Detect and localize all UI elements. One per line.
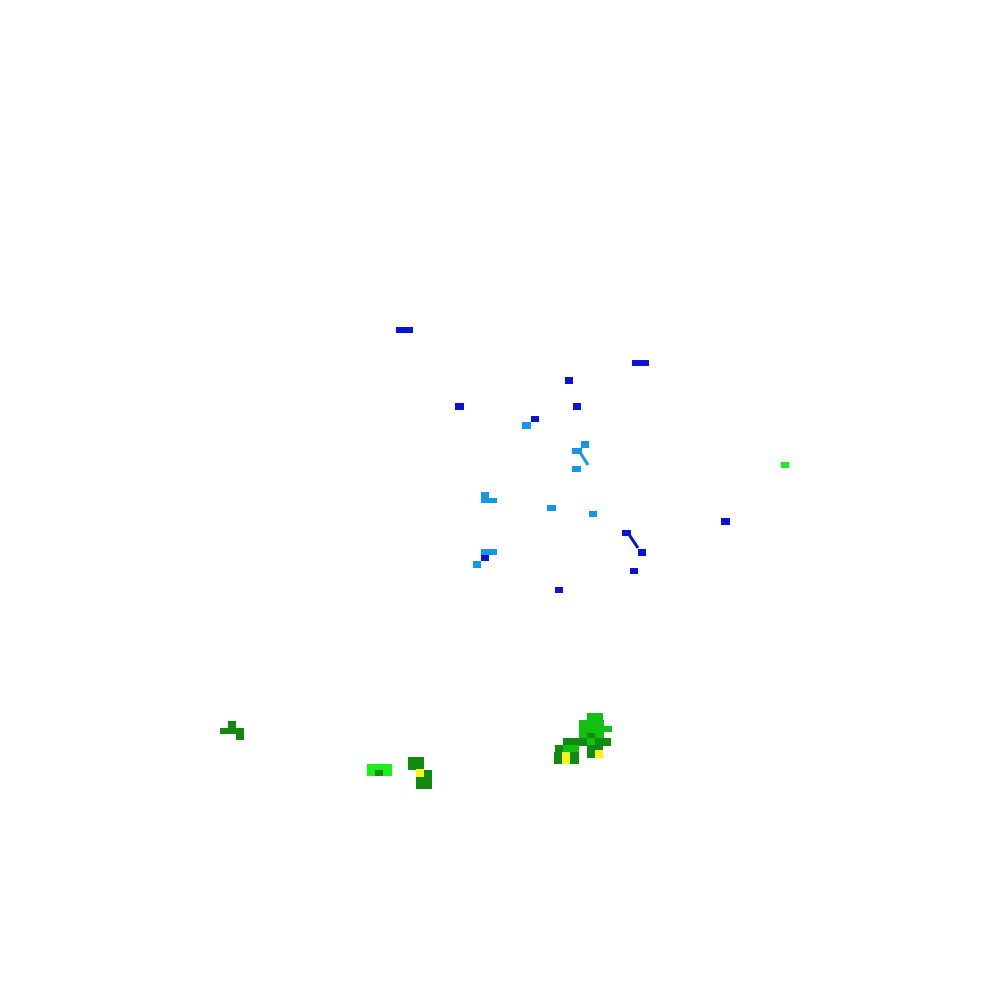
vegetation-cell <box>562 752 570 764</box>
blue-cell <box>481 555 489 561</box>
blue-cell <box>555 587 563 593</box>
vegetation-cell <box>587 733 595 740</box>
vegetation-cell <box>416 777 432 789</box>
vegetation-cell <box>555 745 563 753</box>
vegetation-cell <box>595 750 603 758</box>
lightblue-cell <box>473 561 481 568</box>
lightblue-cell <box>572 466 581 472</box>
vegetation-cell <box>220 728 244 734</box>
lightblue-stroke <box>576 448 590 466</box>
vegetation-cell <box>595 738 611 746</box>
vegetation-cell <box>563 738 587 746</box>
vegetation-cell <box>563 745 579 753</box>
blue-cell <box>630 568 638 574</box>
blue-cell <box>721 518 730 525</box>
blue-cell <box>632 360 649 366</box>
vegetation-cell <box>579 720 604 729</box>
lightblue-cell <box>547 505 556 511</box>
vegetation-cell <box>587 713 603 721</box>
lightblue-cell <box>581 441 589 448</box>
lightblue-cell <box>481 549 497 555</box>
vegetation-cell <box>375 770 383 776</box>
vegetation-cell <box>570 752 579 764</box>
vegetation-cell <box>236 734 244 740</box>
blue-cell <box>573 403 581 410</box>
vegetation-cell <box>228 721 236 728</box>
lightblue-cell <box>572 448 582 454</box>
vegetation-cell <box>554 752 562 764</box>
vegetation-cell <box>416 769 424 777</box>
vegetation-cell <box>604 726 612 732</box>
blue-cell <box>638 549 646 556</box>
blue-cell <box>455 403 464 410</box>
vegetation-cell <box>587 738 595 746</box>
blue-cell <box>622 530 631 536</box>
vegetation-cell <box>424 770 432 778</box>
vegetation-cell <box>408 757 424 770</box>
lightblue-cell <box>589 511 597 517</box>
lightblue-cell <box>489 498 497 503</box>
blue-cell <box>565 377 573 384</box>
lightblue-cell <box>522 422 531 429</box>
blue-cell <box>396 327 413 333</box>
blue-cell <box>531 416 539 422</box>
blue-stroke <box>626 532 640 549</box>
lightblue-cell <box>481 492 489 503</box>
lime-cell <box>781 462 789 468</box>
